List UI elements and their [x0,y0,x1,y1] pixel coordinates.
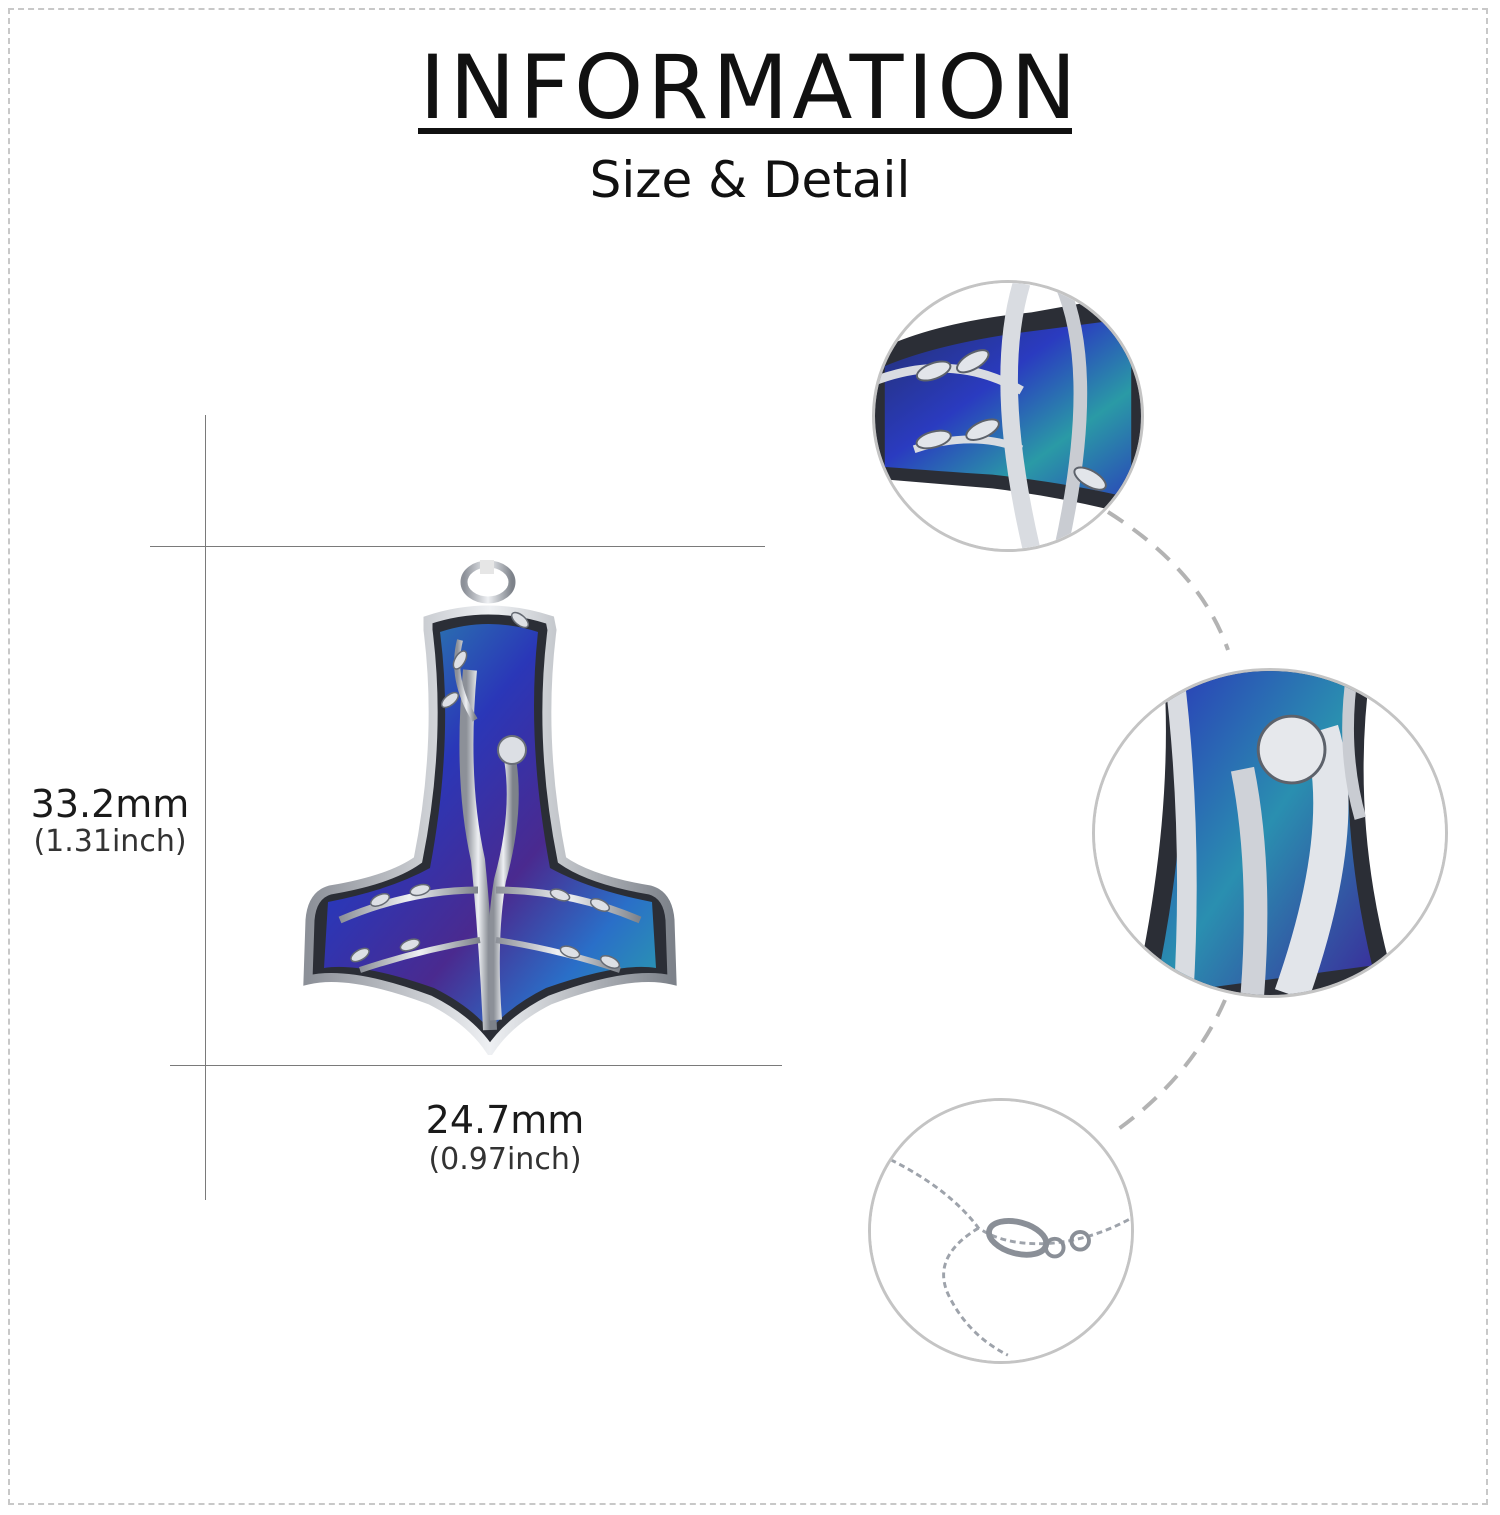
title-underline [418,128,1072,134]
chain-clasp-detail-image [871,1101,1131,1361]
height-inch-label: (1.31inch) [33,824,187,859]
height-mm-label: 33.2mm [30,782,190,826]
top-guide-line [150,546,765,547]
goddess-figure-detail-image [1095,671,1445,995]
tree-branch-detail-circle [872,280,1144,552]
width-mm-label: 24.7mm [425,1098,585,1142]
hammer-pendant-image [300,560,680,1059]
page-subtitle: Size & Detail [589,151,911,209]
width-inch-label: (0.97inch) [428,1142,582,1177]
vertical-guide-line [205,415,206,1200]
goddess-figure-detail-circle [1092,668,1448,998]
chain-clasp-detail-circle [868,1098,1134,1364]
tree-branch-detail-image [875,283,1141,549]
pendant-drawing [303,560,677,1059]
page-title: INFORMATION [419,36,1081,139]
bottom-guide-line [170,1065,782,1066]
dashed-border-frame [8,8,1488,1505]
